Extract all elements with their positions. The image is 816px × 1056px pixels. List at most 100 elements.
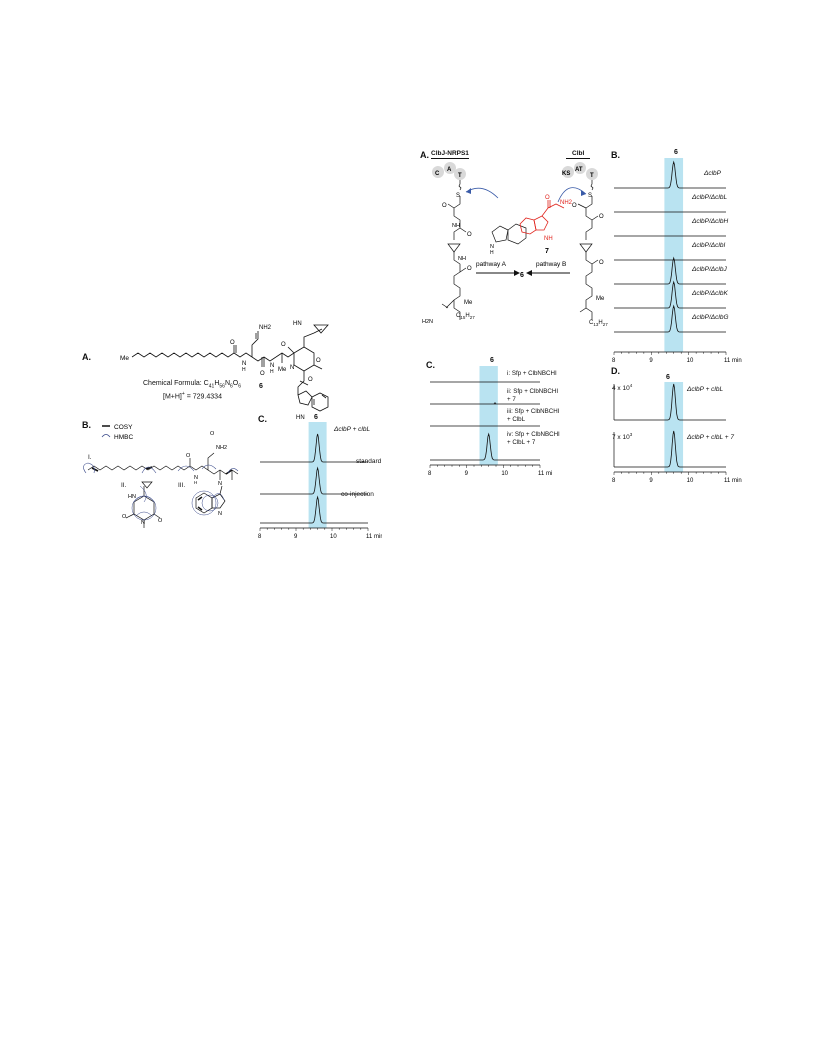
svg-text:O: O: [467, 232, 472, 238]
svg-text:O: O: [599, 260, 604, 266]
trace-2: [614, 430, 726, 468]
chain-me: Me: [120, 355, 129, 362]
left-panel-c-compound: 6: [314, 414, 318, 421]
compound-6-label-a: 6: [259, 383, 263, 390]
nmr-correlations-i: O NH2 O N H N H: [83, 431, 239, 485]
svg-text:N: N: [242, 361, 246, 367]
right-panel-d-compound: 6: [666, 374, 670, 381]
right-b-trace-label-2: ΔclbP/ΔclbL: [692, 194, 728, 201]
right-b-trace-label-5: ΔclbP/ΔclbJ: [692, 266, 727, 273]
x-tick-label: 8: [428, 471, 432, 477]
domain-t-left: T: [458, 173, 462, 179]
svg-text:O: O: [308, 377, 313, 383]
x-tick-label: 8: [258, 534, 262, 540]
peak-highlight: [479, 366, 498, 465]
compound-7: 7: [545, 248, 549, 255]
trace-2-bump: [493, 402, 497, 405]
left-panel-a-structure: Me NH2 O N H O N H Me HN O O N O HN: [120, 321, 329, 421]
svg-text:H: H: [270, 369, 274, 375]
trace-4: [430, 432, 540, 461]
right-c-cond-2: ii: Sfp + ClbNBCHI + 7: [507, 388, 559, 403]
scale-2: 7 x 103: [612, 432, 633, 442]
domain-at: AT: [575, 167, 583, 173]
sub-label-iii: III.: [178, 482, 186, 489]
x-tick-label: 9: [294, 534, 298, 540]
nmr-correlations-ii: HN O N O: [122, 481, 163, 528]
svg-text:NH: NH: [452, 223, 460, 229]
x-unit-label: min: [732, 358, 742, 364]
svg-text:H: H: [242, 367, 246, 373]
right-d-trace-label-2: ΔclbP + clbL + 7: [687, 434, 735, 441]
trace-6: [614, 280, 726, 309]
x-unit-label: min: [546, 471, 552, 477]
left-panel-b-label: B.: [82, 420, 91, 430]
biosynthesis-scheme: C A T KS AT T S O NH O NH O Me H2N N H: [422, 162, 605, 325]
trace-2: [260, 466, 368, 495]
pathway-a-label: pathway A: [476, 261, 507, 268]
x-tick-label: 11: [724, 358, 731, 364]
right-c-cond-1: i: Sfp + ClbNBCHI: [507, 370, 557, 377]
svg-text:N: N: [490, 244, 494, 250]
svg-text:N: N: [218, 511, 222, 517]
svg-text:O: O: [122, 514, 127, 520]
x-tick-label: 10: [501, 471, 508, 477]
trace-1: [614, 160, 726, 189]
x-tick-label: 10: [687, 478, 694, 484]
svg-text:O: O: [230, 340, 235, 346]
right-panel-c-label: C.: [426, 360, 435, 370]
red-nh2: NH2: [560, 200, 573, 206]
right-c-cond-4: iv: Sfp + ClbNBCHI + ClbL + 7: [507, 431, 560, 446]
right-b-trace-label-7: ΔclbP/ΔclbG: [692, 314, 729, 321]
svg-text:N: N: [290, 365, 294, 371]
sub-label-i: I.: [88, 454, 92, 461]
right-d-trace-label-1: ΔclbP + clbL: [687, 386, 724, 393]
legend-hmbc: HMBC: [114, 434, 133, 441]
product-6: 6: [520, 272, 524, 279]
clbi-header: ClbI: [566, 150, 591, 159]
svg-text:NH2: NH2: [216, 445, 227, 451]
domain-a: A: [447, 167, 452, 173]
svg-text:HN: HN: [128, 494, 136, 500]
svg-text:NH2: NH2: [259, 325, 272, 331]
svg-text:N: N: [270, 363, 274, 369]
x-tick-label: 10: [687, 358, 694, 364]
red-nh: NH: [544, 236, 553, 242]
x-unit-label: min: [732, 478, 742, 484]
x-tick-label: 10: [330, 534, 337, 540]
svg-text:O: O: [210, 431, 215, 437]
svg-text:O: O: [281, 342, 286, 348]
peak-highlight: [664, 382, 684, 472]
red-o: O: [545, 195, 550, 201]
domain-ks: KS: [562, 171, 570, 177]
svg-text:N: N: [194, 475, 198, 481]
trace-3: [260, 495, 368, 524]
x-tick-label: 11: [724, 478, 731, 484]
svg-text:NH: NH: [458, 256, 466, 262]
x-tick-label: 11: [538, 471, 545, 477]
me-label: Me: [278, 367, 287, 373]
chemical-formula: Chemical Formula: C41H56N6O6: [143, 380, 242, 390]
x-tick-label: 8: [612, 478, 616, 484]
right-panel-a-label: A.: [420, 150, 429, 160]
x-tick-label: 9: [465, 471, 469, 477]
right-panel-d-label: D.: [611, 366, 620, 376]
c13-group: C13H27: [589, 320, 608, 328]
domain-t-right: T: [590, 173, 594, 179]
left-c-trace-label-2: standard: [356, 458, 382, 465]
svg-text:H: H: [490, 250, 494, 256]
nmr-legend: COSY HMBC: [101, 424, 133, 441]
trace-5: [614, 256, 726, 285]
domain-c: C: [435, 171, 440, 177]
right-b-trace-label-4: ΔclbP/ΔclbI: [692, 242, 726, 249]
left-c-trace-label-3: co-injection: [341, 491, 374, 498]
nmr-correlations-iii: N: [191, 485, 226, 517]
x-tick-label: 9: [649, 358, 653, 364]
right-c-cond-3: iii: Sfp + ClbNBCHI + ClbL: [507, 408, 560, 423]
svg-text:O: O: [467, 266, 472, 272]
svg-text:N: N: [141, 520, 145, 526]
legend-cosy: COSY: [114, 424, 133, 431]
svg-text:O: O: [442, 203, 447, 209]
